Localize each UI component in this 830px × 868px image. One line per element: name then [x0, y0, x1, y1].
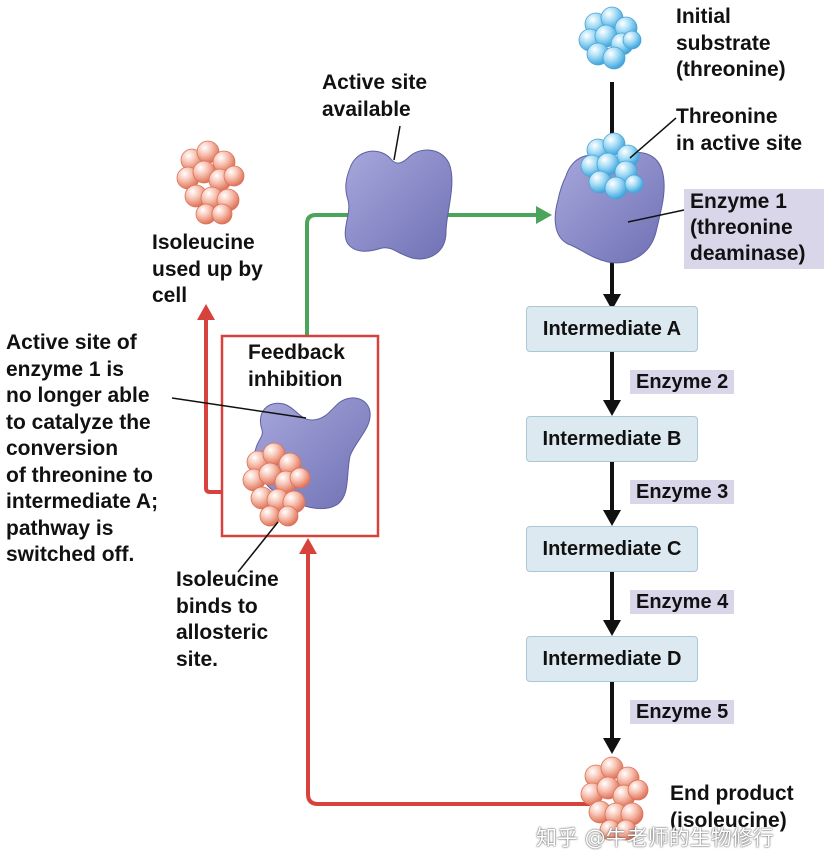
- leader-lines: [171, 117, 685, 573]
- threonine-initial-molecule: [578, 6, 642, 70]
- enzyme5-label: Enzyme 5: [630, 700, 735, 724]
- intermediate-b-box: Intermediate B: [526, 416, 698, 462]
- pathway-arrows: [603, 82, 621, 754]
- enzyme1-label: Enzyme 1 (threonine deaminase): [684, 189, 824, 269]
- enzyme2-label: Enzyme 2: [630, 370, 735, 394]
- feedback-inhibition-label: Feedback inhibition: [248, 341, 345, 391]
- intermediate-c-box: Intermediate C: [526, 526, 698, 572]
- threonine-bound-molecule: [580, 132, 644, 200]
- active-site-note-label: Active site of enzyme 1 is no longer abl…: [6, 331, 159, 566]
- arrow-c-to-d: [603, 572, 621, 636]
- arrow-a-to-b: [603, 352, 621, 416]
- isoleucine-used-up-label: Isoleucine used up by cell: [152, 231, 263, 307]
- threonine-active-site-label: Threonine in active site: [676, 105, 803, 155]
- isoleucine-free-molecule: [176, 140, 245, 225]
- green-activation-arrow: [305, 206, 552, 338]
- arrow-enzyme1-to-a: [603, 258, 621, 310]
- intermediate-d-box: Intermediate D: [526, 636, 698, 682]
- enzyme3-label: Enzyme 3: [630, 480, 735, 504]
- arrow-b-to-c: [603, 462, 621, 526]
- free-enzyme-shape: [344, 149, 453, 260]
- enzyme4-label: Enzyme 4: [630, 590, 735, 614]
- red-inhibition-arrows: [197, 304, 590, 806]
- watermark-text: 知乎 @牛老师的生物修行: [536, 826, 774, 850]
- active-site-available-label: Active site available: [322, 71, 428, 121]
- isoleucine-end-product-molecule: [580, 756, 649, 841]
- arrow-d-to-end: [603, 682, 621, 754]
- isoleucine-bound-molecule: [242, 442, 311, 527]
- end-product-label: End product (isoleucine): [670, 782, 794, 832]
- isoleucine-binds-label: Isoleucine binds to allosteric site.: [176, 568, 279, 671]
- initial-substrate-label: Initial substrate (threonine): [676, 5, 786, 81]
- intermediate-a-box: Intermediate A: [526, 306, 698, 352]
